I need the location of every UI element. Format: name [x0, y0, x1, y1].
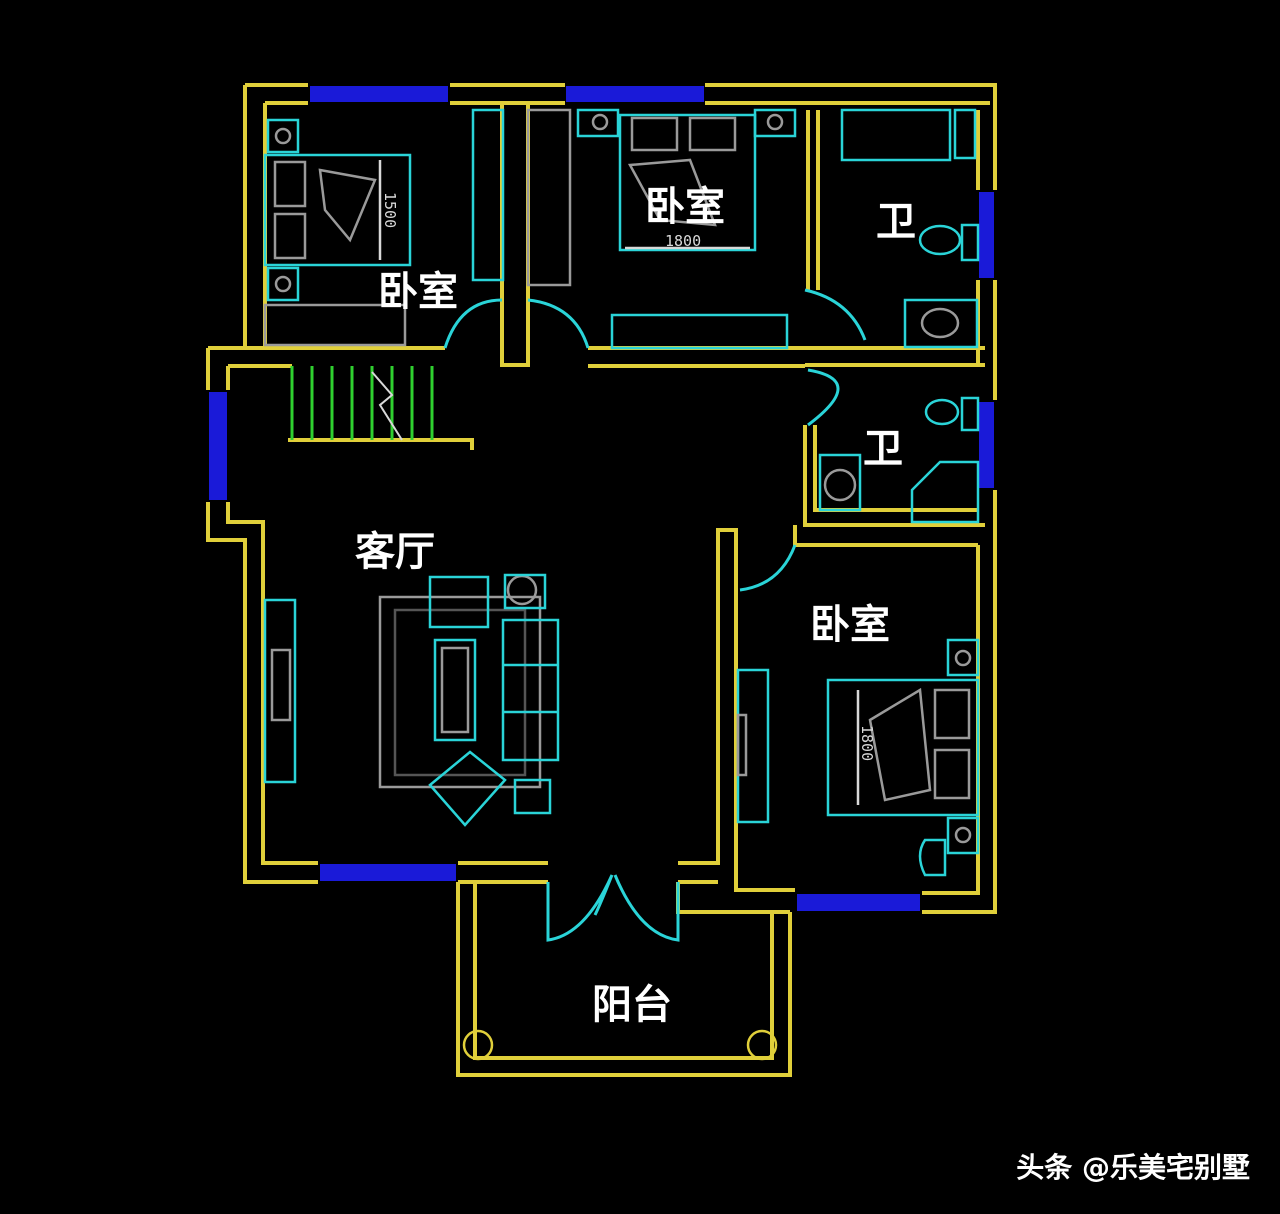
door-n-bedroom: [527, 298, 590, 349]
room-label-bath-e: 卫: [863, 426, 903, 472]
room-label-living: 客厅: [355, 529, 435, 575]
staircase: [290, 366, 434, 441]
door-se-bedroom: [739, 544, 797, 592]
window-south-2: [797, 894, 920, 911]
doors: [443, 288, 867, 942]
room-label-bedroom-nw: 卧室: [378, 269, 458, 315]
room-label-bath-ne: 卫: [876, 199, 916, 245]
tv-unit-living: [263, 598, 297, 784]
room-label-bedroom-n: 卧室: [645, 184, 725, 230]
room-label-bedroom-se: 卧室: [810, 602, 890, 648]
door-balcony-right: [613, 874, 680, 942]
window-south-1: [320, 864, 456, 881]
bath-e-fixtures: [818, 396, 980, 524]
column-left: [462, 1029, 494, 1061]
window-north-1: [310, 86, 448, 102]
watermark: 头条 @乐美宅别墅: [1016, 1151, 1250, 1184]
column-right: [746, 1029, 778, 1061]
door-bath-ne: [804, 288, 867, 341]
furniture: [263, 108, 980, 1061]
door-bath-e: [807, 368, 840, 427]
dim-bed-n: 1800: [665, 232, 701, 250]
wardrobe: [471, 108, 505, 282]
room-label-balcony: 阳台: [592, 982, 672, 1028]
wardrobe-inner: [526, 108, 572, 287]
door-nw-bedroom: [443, 298, 503, 349]
bed-nw: [263, 118, 412, 347]
bed-n: [576, 108, 797, 350]
dim-bed-se: 1800: [858, 725, 876, 761]
dim-bed-nw: 1500: [381, 192, 399, 228]
window-east-1: [979, 192, 994, 278]
window-east-2: [979, 402, 994, 488]
door-balcony-left: [546, 874, 614, 942]
bed-se: [736, 638, 980, 877]
window-north-2: [566, 86, 704, 102]
windows: [209, 86, 994, 911]
window-west: [209, 392, 227, 500]
bath-ne-fixtures: [840, 108, 980, 349]
sofa-set: [378, 573, 560, 827]
